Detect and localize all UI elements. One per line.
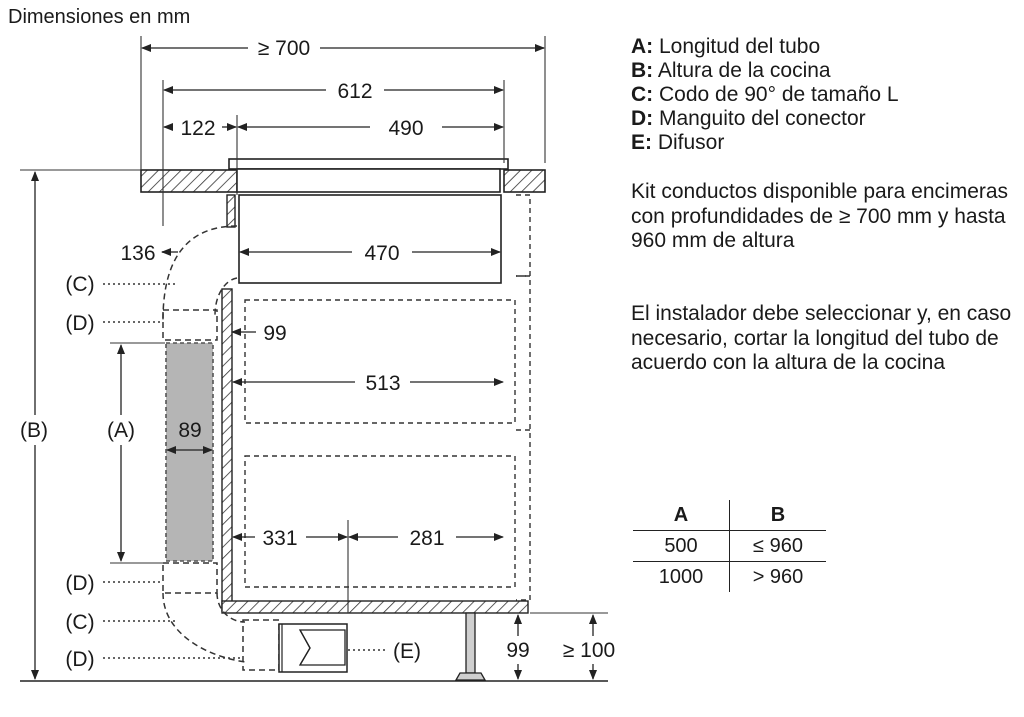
label-c-top: (C) xyxy=(65,273,94,296)
note-installer: El instalador debe seleccionar y, en cas… xyxy=(631,302,1012,374)
diffuser xyxy=(278,623,348,673)
dim-612: 612 xyxy=(337,80,372,103)
table-cell: ≤ 960 xyxy=(729,530,826,562)
legend-item-b: B: Altura de la cocina xyxy=(631,59,831,82)
cabinet-wall xyxy=(221,288,233,612)
label-d-bottom: (D) xyxy=(65,648,94,671)
duct-path xyxy=(162,225,280,671)
label-c-bottom: (C) xyxy=(65,611,94,634)
extension-lines xyxy=(20,36,608,614)
legend-item-a: A: Longitud del tubo xyxy=(631,35,821,58)
dim-122: 122 xyxy=(180,117,215,140)
side-plate xyxy=(226,194,236,228)
dim-513: 513 xyxy=(365,372,400,395)
dim-99-top: 99 xyxy=(263,322,286,345)
label-d-mid: (D) xyxy=(65,572,94,595)
dim-331: 331 xyxy=(262,527,297,550)
dim-700: ≥ 700 xyxy=(258,37,310,60)
drawers-outline xyxy=(244,194,531,601)
legend-item-d: D: Manguito del conector xyxy=(631,107,866,130)
dim-100: ≥ 100 xyxy=(563,639,615,662)
foot xyxy=(454,612,487,681)
leader-lines xyxy=(103,283,388,659)
dimension-arrows xyxy=(31,44,597,680)
dim-490: 490 xyxy=(388,117,423,140)
dim-281: 281 xyxy=(409,527,444,550)
page-title: Dimensiones en mm xyxy=(8,6,191,28)
dim-89: 89 xyxy=(178,419,201,442)
note-kit: Kit conductos disponible para encimeras … xyxy=(631,180,1009,252)
cooktop xyxy=(228,158,509,284)
table-cell: 500 xyxy=(633,530,730,562)
dim-470: 470 xyxy=(364,242,399,265)
table-header-b: B xyxy=(729,500,826,531)
cabinet-bottom xyxy=(221,600,529,614)
worktop xyxy=(140,169,546,193)
legend-item-e: E: Difusor xyxy=(631,131,725,154)
length-table: A B 500 ≤ 960 1000 > 960 xyxy=(633,500,826,592)
legend-item-c: C: Codo de 90° de tamaño L xyxy=(631,83,899,106)
label-d-top: (D) xyxy=(65,312,94,335)
pipe-a xyxy=(165,342,214,562)
dim-99-bottom: 99 xyxy=(506,639,529,662)
installation-diagram: ≥ 700 612 122 490 136 470 99 513 89 331 … xyxy=(20,36,615,682)
label-b: (B) xyxy=(20,419,48,442)
label-a: (A) xyxy=(107,419,135,442)
table-cell: 1000 xyxy=(633,561,730,592)
dim-136: 136 xyxy=(120,242,155,265)
label-e: (E) xyxy=(393,640,421,663)
table-cell: > 960 xyxy=(752,565,804,588)
table-header-a: A xyxy=(633,500,730,531)
